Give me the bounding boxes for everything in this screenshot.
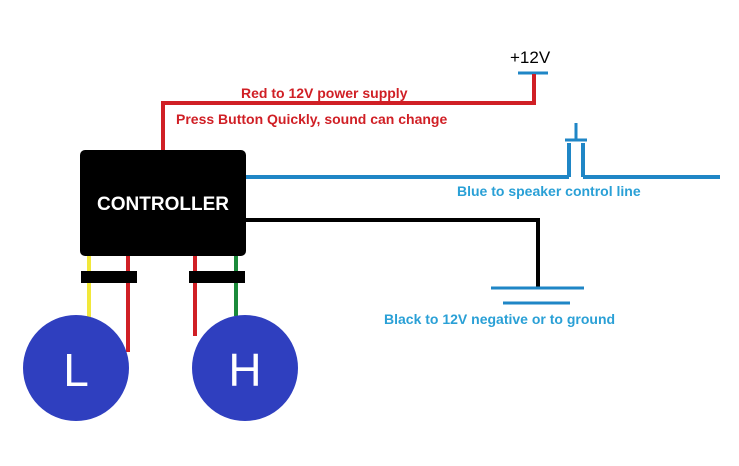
high-speaker-label: H bbox=[228, 344, 261, 396]
low-speaker-label: L bbox=[63, 344, 89, 396]
low-speaker: L bbox=[23, 315, 129, 421]
controller-box: CONTROLLER bbox=[80, 150, 246, 256]
high-speaker-connector bbox=[189, 271, 245, 283]
supply-label: +12V bbox=[510, 48, 551, 67]
black-wire-label: Black to 12V negative or to ground bbox=[384, 311, 615, 327]
low-speaker-connector bbox=[81, 271, 137, 283]
press-button-label: Press Button Quickly, sound can change bbox=[176, 111, 447, 127]
supply-terminal: +12V bbox=[510, 48, 551, 75]
controller-label: CONTROLLER bbox=[97, 194, 229, 215]
red-supply-wire bbox=[161, 74, 536, 150]
black-ground-wire bbox=[244, 218, 540, 288]
blue-control-wire bbox=[244, 123, 720, 179]
red-wire-label: Red to 12V power supply bbox=[241, 85, 408, 101]
ground-symbol bbox=[491, 286, 584, 305]
high-speaker: H bbox=[192, 315, 298, 421]
blue-wire-label: Blue to speaker control line bbox=[457, 183, 641, 199]
